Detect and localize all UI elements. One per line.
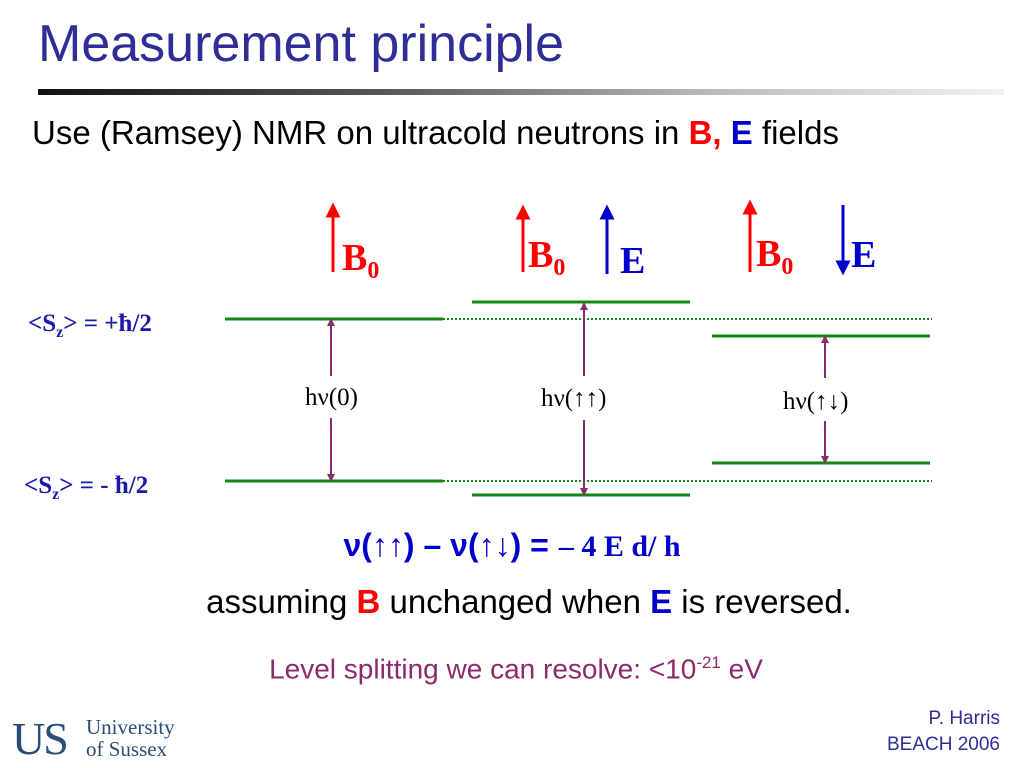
b-field-subscript: 0 xyxy=(553,255,565,281)
subtitle-suffix: fields xyxy=(752,114,839,151)
subtitle-e-field: E xyxy=(730,114,753,151)
frequency-label-antiparallel: hν(↑↓) xyxy=(783,388,848,415)
university-logo-mark: US xyxy=(12,713,69,764)
logo-line-1: University xyxy=(86,715,175,739)
b-field-subscript: 0 xyxy=(781,254,793,280)
slide-title: Measurement principle xyxy=(38,15,565,73)
b-field-symbol: B xyxy=(342,237,367,279)
panel-3-fields: B0 E xyxy=(742,199,876,280)
e-field-label: E xyxy=(851,234,876,276)
b-field-label: B0 xyxy=(528,234,565,281)
frequency-difference-equation: ν(↑↑) – ν(↑↓) = – 4 E d/ h xyxy=(0,527,1024,564)
energy-level-diagram: B0 B0 E B0 E <Sz> = +ħ/2 <Sz> = - ħ/2 h xyxy=(24,199,932,503)
equation-lhs: ν(↑↑) – ν(↑↓) = xyxy=(343,527,549,563)
logo-line-2: of Sussex xyxy=(86,737,168,761)
spin-up-state-label: <Sz> = +ħ/2 xyxy=(28,310,152,341)
b-field-symbol: B xyxy=(528,234,553,276)
footer-author: P. Harris xyxy=(928,708,1000,729)
b-field-symbol: B xyxy=(756,233,781,275)
panel-1-fields: B0 xyxy=(325,202,379,284)
assumption-b-field: B xyxy=(356,583,381,620)
b-field-label: B0 xyxy=(342,237,379,284)
reference-levels xyxy=(443,318,932,482)
frequency-label-parallel: hν(↑↑) xyxy=(541,385,606,412)
b-field-label: B0 xyxy=(756,233,793,280)
spin-down-state-label: <Sz> = - ħ/2 xyxy=(24,472,148,503)
subtitle-b-field: B, xyxy=(688,114,722,151)
subtitle-prefix: Use (Ramsey) NMR on ultracold neutrons i… xyxy=(32,114,689,151)
frequency-label-zero-field: hν(0) xyxy=(305,384,358,411)
assumption-e-field: E xyxy=(650,583,673,620)
panel-2-fields: B0 E xyxy=(515,204,645,282)
transition-arrows xyxy=(327,302,829,496)
b-field-subscript: 0 xyxy=(367,258,379,284)
footer-event: BEACH 2006 xyxy=(886,734,1000,755)
title-underline xyxy=(38,89,1004,95)
equation-rhs: – 4 E d/ h xyxy=(558,530,681,563)
resolution-limit-text: Level splitting we can resolve: <10-21 e… xyxy=(269,653,763,685)
subtitle: Use (Ramsey) NMR on ultracold neutrons i… xyxy=(32,114,839,152)
assumption-text: assuming B unchanged when E is reversed. xyxy=(206,583,852,620)
resolution-exponent: -21 xyxy=(696,653,721,672)
e-field-label: E xyxy=(620,240,645,282)
